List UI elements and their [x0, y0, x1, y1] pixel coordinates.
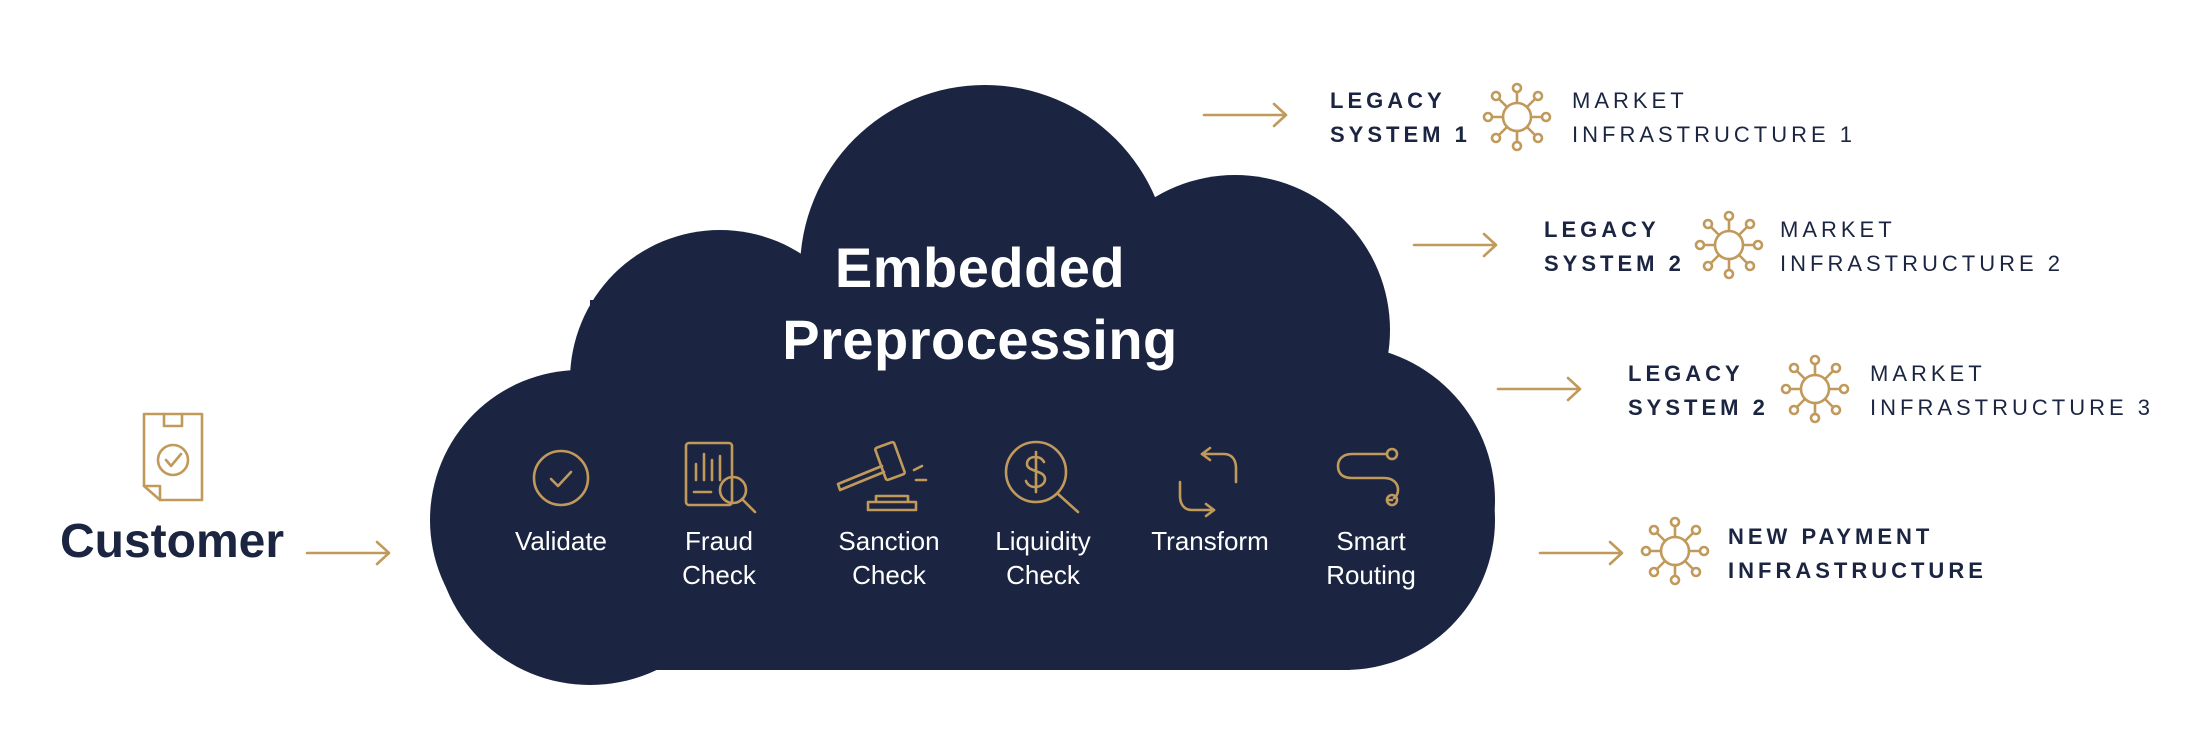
arrow-to-target-3-icon — [1496, 376, 1582, 402]
target-3-legacy-line1: LEGACY — [1628, 361, 1744, 386]
document-search-icon — [684, 441, 757, 514]
step-routing-label: Smart — [1336, 526, 1406, 556]
check-circle-icon — [532, 449, 590, 507]
arrow-to-target-1-icon — [1202, 102, 1288, 128]
step-routing-label-2: Routing — [1326, 560, 1416, 590]
network-hub-icon — [1694, 210, 1764, 280]
transform-arrows-icon — [1178, 446, 1238, 518]
routing-path-icon — [1336, 447, 1400, 507]
step-transform-label: Transform — [1151, 526, 1269, 556]
customer-label: Customer — [60, 515, 285, 568]
target-3-legacy-line2: SYSTEM 2 — [1628, 395, 1769, 420]
customer-arrow-icon — [305, 540, 391, 566]
target-2-market-line2: INFRASTRUCTURE 2 — [1780, 251, 2065, 276]
step-sanction-label: Sanction — [838, 526, 940, 556]
target-1-market-line1: MARKET — [1572, 88, 1688, 113]
target-3-market-line2: INFRASTRUCTURE 3 — [1870, 395, 2155, 420]
target-1-legacy-line2: SYSTEM 1 — [1330, 122, 1471, 147]
target-4-line2: INFRASTRUCTURE — [1728, 558, 1987, 583]
target-3-market-line1: MARKET — [1870, 361, 1986, 386]
step-validate-label: Validate — [514, 526, 608, 556]
network-hub-icon — [1640, 516, 1710, 586]
target-1-legacy-line1: LEGACY — [1330, 88, 1446, 113]
document-check-icon — [142, 412, 204, 502]
target-1-market-line2: INFRASTRUCTURE 1 — [1572, 122, 1857, 147]
gavel-icon — [836, 440, 928, 512]
step-sanction-label-2: Check — [852, 560, 926, 590]
target-4-line1: NEW PAYMENT — [1728, 524, 1934, 549]
network-hub-icon — [1780, 354, 1850, 424]
target-2-market-line1: MARKET — [1780, 217, 1896, 242]
arrow-to-target-4-icon — [1538, 540, 1624, 566]
dollar-search-icon — [1004, 440, 1080, 514]
cloud-title-line1: Embedded — [834, 236, 1126, 299]
arrow-to-target-2-icon — [1412, 232, 1498, 258]
step-fraud-label: Fraud — [685, 526, 753, 556]
target-2-legacy-line2: SYSTEM 2 — [1544, 251, 1685, 276]
target-2-legacy-line1: LEGACY — [1544, 217, 1660, 242]
step-liquidity-label-2: Check — [1006, 560, 1080, 590]
step-fraud-label-2: Check — [682, 560, 756, 590]
network-hub-icon — [1482, 82, 1552, 152]
step-liquidity-label: Liquidity — [995, 526, 1091, 556]
cloud-title-line2: Preprocessing — [782, 308, 1178, 371]
